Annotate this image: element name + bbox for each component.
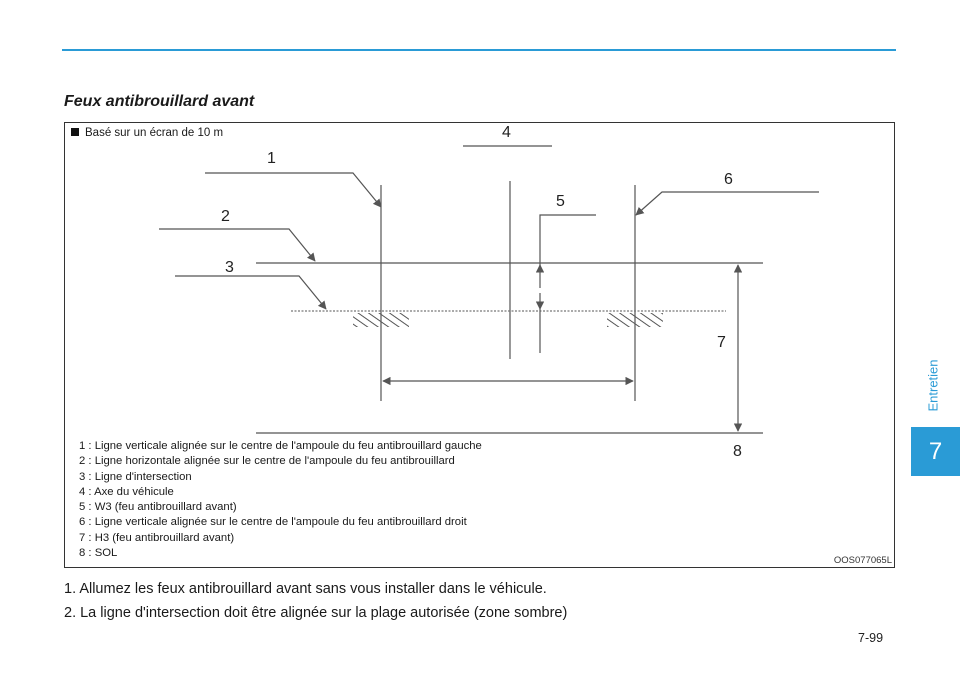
tolerance-zone-right	[607, 313, 663, 327]
callout-4: 4	[502, 124, 511, 141]
section-side-label-text: Entretien	[925, 358, 941, 412]
callout-1: 1	[267, 150, 276, 167]
legend-item: 2 : Ligne horizontale alignée sur le cen…	[79, 455, 455, 468]
chapter-number-badge: 7	[911, 427, 960, 476]
instruction-steps: 1. Allumez les feux antibrouillard avant…	[64, 577, 567, 625]
square-bullet-icon	[71, 128, 79, 136]
callout-2-leader	[159, 228, 316, 262]
legend-item: 3 : Ligne d'intersection	[79, 470, 192, 483]
legend-item: 5 : W3 (feu antibrouillard avant)	[79, 501, 237, 514]
screen-note-text: Basé sur un écran de 10 m	[85, 127, 224, 139]
step-item: 1. Allumez les feux antibrouillard avant…	[64, 581, 547, 597]
legend-item: 1 : Ligne verticale alignée sur le centr…	[79, 440, 482, 452]
callout-5-leader	[539, 214, 596, 268]
callout-5: 5	[556, 193, 565, 210]
callout-8: 8	[733, 443, 742, 460]
callout-3-leader	[175, 275, 327, 310]
figure-legend: 1 : Ligne verticale alignée sur le centr…	[79, 439, 482, 561]
legend-item: 7 : H3 (feu antibrouillard avant)	[79, 531, 235, 544]
headlight-aim-figure: 4 1 6 5 2 3 7 8 Basé sur un écran de 10 …	[64, 122, 895, 568]
tolerance-zone-left	[353, 313, 409, 327]
callout-7: 7	[717, 334, 726, 351]
legend-item: 8 : SOL	[79, 547, 118, 560]
section-title: Feux antibrouillard avant	[64, 93, 255, 110]
screen-note: Basé sur un écran de 10 m	[71, 127, 223, 139]
callout-6-leader	[635, 191, 819, 216]
step-item: 2. La ligne d'intersection doit être ali…	[64, 605, 568, 621]
header-rule	[62, 49, 896, 51]
page-number: 7-99	[858, 631, 884, 645]
callout-1-leader	[205, 172, 382, 208]
legend-item: 6 : Ligne verticale alignée sur le centr…	[79, 516, 467, 529]
aim-diagram: 4 1 6 5 2 3 7 8	[159, 124, 819, 460]
callout-6: 6	[724, 171, 733, 188]
callout-2: 2	[221, 208, 230, 225]
callout-3: 3	[225, 259, 234, 276]
figure-code: OOS077065L	[833, 555, 892, 566]
legend-item: 4 : Axe du véhicule	[79, 485, 174, 498]
section-side-label: Entretien	[909, 345, 957, 425]
